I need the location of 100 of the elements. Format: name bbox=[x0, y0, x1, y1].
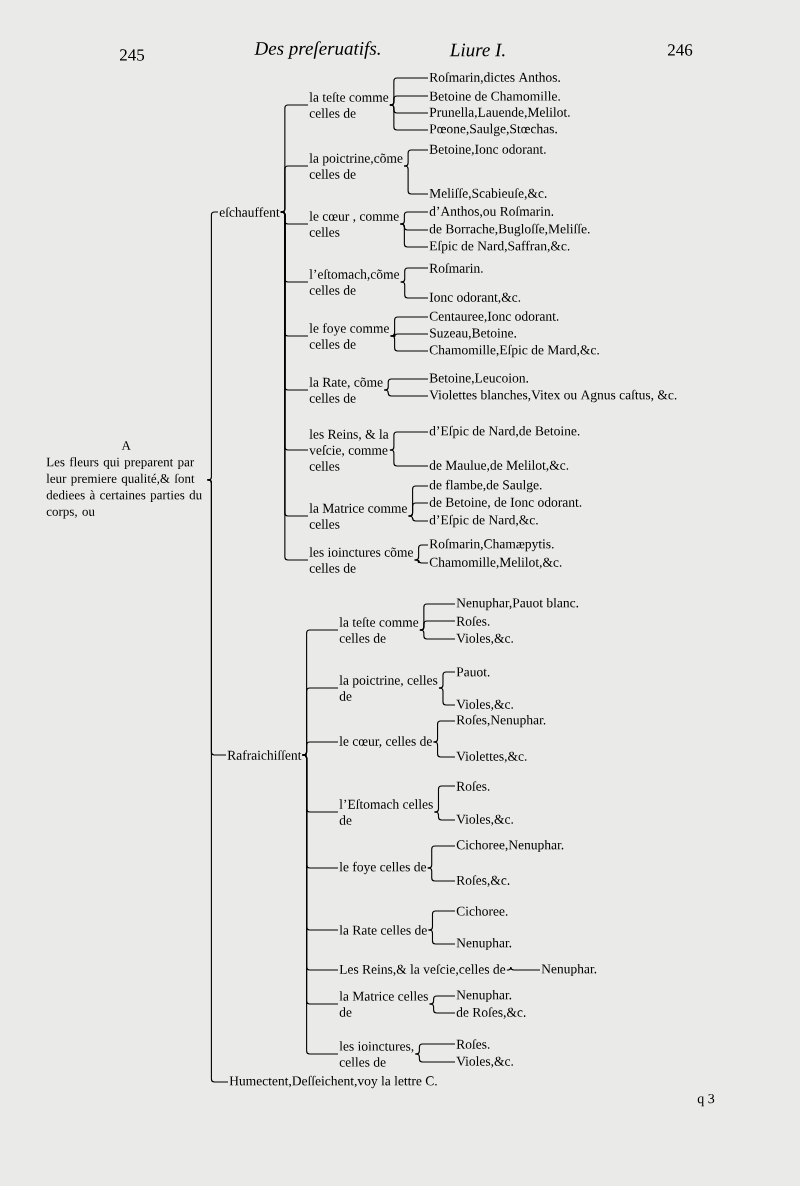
term-text: la teſte comme celles de bbox=[339, 617, 419, 643]
bracket-line bbox=[389, 104, 429, 131]
term-text: Violettes blanches,Vitex ou Agnus caſtus, &c. bbox=[429, 389, 677, 403]
term-text: Prunella,Lauende,Melilot. bbox=[429, 107, 570, 119]
term-text: Pauot. bbox=[456, 667, 490, 677]
section-letter: A bbox=[121, 441, 131, 450]
bracket-line bbox=[389, 449, 429, 467]
bracket-line bbox=[389, 95, 429, 106]
bracket-line bbox=[400, 281, 429, 299]
bracket-line bbox=[433, 720, 456, 743]
term-text: Pœone,Saulge,Stœchas. bbox=[429, 123, 557, 137]
term-text: Nenuphar. bbox=[541, 963, 597, 977]
bracket-line bbox=[433, 741, 456, 758]
bracket-line bbox=[414, 559, 429, 564]
term-text: Chamomille,Melilot,&c. bbox=[429, 557, 562, 569]
bracket-line bbox=[399, 211, 429, 225]
term-text: Roſmarin,dictes Anthos. bbox=[429, 72, 560, 84]
term-text: Meliſſe,Scabieuſe,&c. bbox=[429, 188, 547, 200]
bracket-line bbox=[302, 754, 339, 1055]
bracket-line bbox=[280, 165, 309, 213]
signature-mark: q 3 bbox=[697, 1093, 715, 1107]
bracket-line bbox=[427, 929, 456, 945]
bracket-line bbox=[433, 811, 456, 821]
term-text: le cœur , comme celles bbox=[309, 211, 399, 237]
term-text: d’Eſpic de Nard,de Betoine. bbox=[429, 425, 580, 439]
bracket-line bbox=[383, 389, 429, 397]
bracket-line bbox=[400, 267, 429, 283]
term-text: les Reins, & la veſcie, comme celles bbox=[309, 429, 389, 471]
term-text: la poictrine, celles de bbox=[339, 675, 438, 701]
bracket-line bbox=[506, 966, 541, 971]
term-text: Roſes,Nenuphar. bbox=[456, 714, 546, 728]
bracket-line bbox=[438, 687, 456, 706]
term-text: Roſes. bbox=[456, 781, 490, 791]
term-text: la Rate celles de bbox=[339, 925, 427, 935]
term-text: Roſmarin. bbox=[429, 263, 483, 273]
term-text: la Rate, cõme celles de bbox=[309, 377, 383, 403]
term-text: Roſmarin,Chamæpytis. bbox=[429, 538, 554, 552]
bracket-line bbox=[414, 544, 429, 561]
term-text: Betoine,Leucoion. bbox=[429, 373, 529, 385]
term-text: les ioinctures cõme celles de bbox=[309, 547, 413, 573]
bracket-line bbox=[206, 479, 229, 1083]
term-text: Cichoree. bbox=[456, 906, 508, 916]
term-text: Roſes,&c. bbox=[456, 875, 510, 887]
term-text: de flambe,de Saulge. bbox=[429, 479, 542, 493]
bracket-line bbox=[302, 741, 339, 756]
term-text: les ioinctures, celles de bbox=[339, 1041, 414, 1067]
term-text: de Maulue,de Melilot,&c. bbox=[429, 460, 569, 472]
term-text: Ionc odorant,&c. bbox=[429, 292, 521, 304]
page-number: 246 bbox=[668, 44, 693, 56]
term-text: Suzeau,Betoine. bbox=[430, 328, 517, 340]
term-text: le foye comme celles de bbox=[309, 323, 389, 349]
running-head: Des preſeruatifs. bbox=[254, 41, 380, 59]
term-text: le foye celles de bbox=[339, 861, 427, 875]
bracket-line bbox=[429, 1003, 456, 1014]
term-text: Roſes. bbox=[456, 616, 490, 626]
term-text: Nenuphar. bbox=[456, 989, 512, 1003]
bracket-line bbox=[427, 845, 456, 869]
term-text: la Matrice celles de bbox=[339, 991, 428, 1017]
term-text: le cœur, celles de bbox=[339, 736, 432, 748]
term-text: Les Reins,& la veſcie,celles de bbox=[339, 964, 506, 976]
term-text: Nenuphar,Pauot blanc. bbox=[456, 597, 579, 611]
term-text: Nenuphar. bbox=[456, 937, 512, 951]
term-text: de Betoine, de Ionc odorant. bbox=[429, 497, 582, 509]
term-text: Cichoree,Nenuphar. bbox=[456, 839, 564, 853]
category-text: Rafraichiſſent bbox=[227, 750, 302, 760]
bracket-line bbox=[390, 332, 429, 338]
description-text: Les fleurs qui preparent par leur premiere qualité,& ſont dediees à certaines parties du corps, ou bbox=[46, 457, 202, 519]
term-text: la Matrice comme celles bbox=[309, 503, 407, 529]
bracket-line bbox=[427, 867, 456, 882]
bracket-line bbox=[408, 515, 429, 522]
term-text: Violes,&c. bbox=[456, 1056, 513, 1068]
bracket-line bbox=[419, 620, 456, 631]
bracket-line bbox=[414, 1053, 456, 1063]
term-text: l’Eſtomach celles de bbox=[339, 799, 433, 825]
term-text: Betoine de Chamomille. bbox=[429, 91, 560, 101]
term-text: Violes,&c. bbox=[456, 633, 513, 645]
term-text: Centauree,Ionc odorant. bbox=[429, 311, 559, 323]
term-text: Eſpic de Nard,Saffran,&c. bbox=[429, 240, 570, 254]
term-text: la poictrine,cõme celles de bbox=[309, 153, 403, 179]
term-text: de Borrache,Bugloſſe,Meliſſe. bbox=[429, 223, 590, 237]
term-text: l’eſtomach,cõme celles de bbox=[309, 269, 400, 295]
term-text: Violettes,&c. bbox=[456, 751, 527, 763]
term-text: d’Anthos,ou Roſmarin. bbox=[429, 206, 554, 218]
term-text: la teſte comme celles de bbox=[309, 92, 389, 118]
term-text: Violes,&c. bbox=[456, 814, 513, 826]
bracket-line bbox=[383, 378, 429, 391]
bracket-line bbox=[408, 502, 429, 517]
running-head: Liure I. bbox=[449, 43, 505, 57]
term-text: Violes,&c. bbox=[456, 699, 513, 711]
bracket-line bbox=[389, 431, 429, 451]
term-text: Roſes. bbox=[456, 1039, 490, 1049]
term-text: d’Eſpic de Nard,&c. bbox=[429, 514, 538, 528]
bracket-line bbox=[429, 995, 456, 1005]
category-text: Humectent,Deſſeichent,voy la lettre C. bbox=[229, 1075, 437, 1089]
category-text: eſchauffent bbox=[219, 207, 280, 217]
bracket-line bbox=[403, 165, 429, 195]
bracket-line bbox=[390, 335, 429, 352]
page-number: 245 bbox=[120, 49, 145, 61]
term-text: Betoine,Ionc odorant. bbox=[429, 144, 546, 156]
term-text: Chamomille,Eſpic de Mard,&c. bbox=[429, 344, 599, 358]
